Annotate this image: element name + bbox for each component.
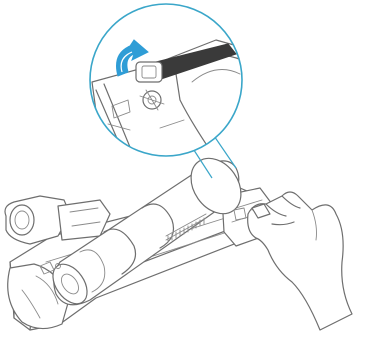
hand-icon xyxy=(248,192,352,330)
magnifier-callout xyxy=(90,4,256,178)
